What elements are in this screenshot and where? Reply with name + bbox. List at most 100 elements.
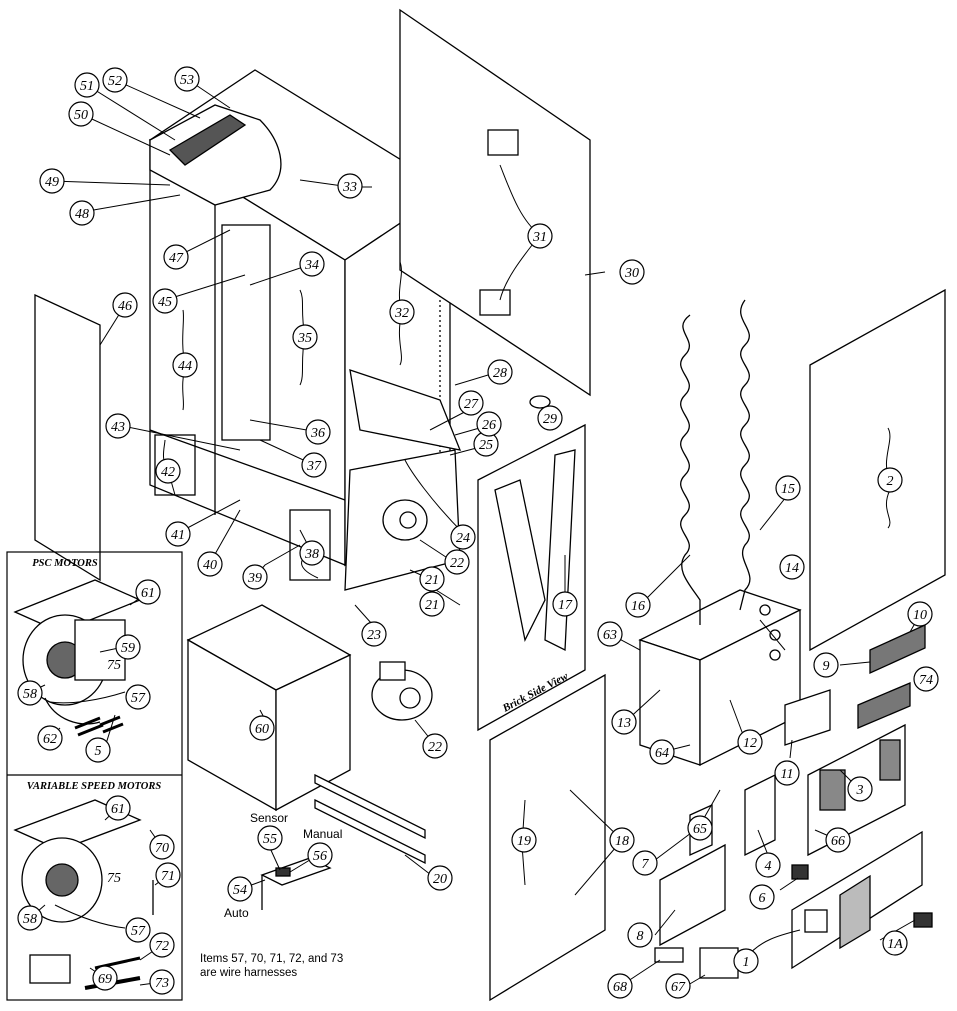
callout-number: 59: [121, 641, 135, 656]
callout-43: 43: [105, 413, 131, 439]
callout-number: 61: [141, 586, 155, 601]
callout-circle: [92, 965, 118, 991]
callout-23: 23: [361, 621, 387, 647]
callout-number: 44: [178, 359, 192, 374]
callout-circle: [74, 72, 100, 98]
callout-circle: [389, 299, 415, 325]
psc-inset-title: PSC MOTORS: [32, 558, 98, 569]
callout-circle: [755, 852, 781, 878]
callout-number: 42: [161, 465, 175, 480]
callout-20: 20: [427, 865, 453, 891]
callout-circle: [155, 458, 181, 484]
callout-number: 63: [603, 628, 617, 643]
callout-circle: [444, 549, 470, 575]
callout-number: 69: [98, 972, 112, 987]
callout-2: 2: [877, 467, 903, 493]
psc-motor: [13, 579, 142, 737]
terminal-strips: [784, 623, 926, 746]
callout-number: 46: [118, 299, 132, 314]
callout-54: 54: [227, 876, 253, 902]
callout-circle: [825, 827, 851, 853]
callout-circle: [115, 634, 141, 660]
callout-number: 71: [161, 869, 175, 884]
callout-6: 6: [749, 884, 775, 910]
callout-51: 51: [74, 72, 100, 98]
wire-harness-loops: [680, 299, 751, 625]
callout-44: 44: [172, 352, 198, 378]
callout-circle: [632, 850, 658, 876]
note-line-2: are wire harnesses: [200, 967, 297, 979]
callout-circle: [135, 579, 161, 605]
callout-number: 67: [671, 980, 686, 995]
callout-17: 17: [552, 591, 578, 617]
callout-number: 66: [831, 834, 845, 849]
callout-number: 65: [693, 822, 707, 837]
callout-61: 61: [105, 795, 131, 821]
callout-number: 19: [517, 834, 531, 849]
callout-number: 5: [95, 744, 102, 759]
callout-circle: [649, 739, 675, 765]
callout-number: 43: [111, 420, 125, 435]
callout-number: 30: [624, 266, 639, 281]
callout-48: 48: [69, 200, 95, 226]
callout-75: 75: [107, 658, 121, 673]
callout-number: 55: [263, 832, 277, 847]
callout-33: 33: [337, 173, 363, 199]
callout-number: 72: [155, 939, 169, 954]
callout-circle: [149, 834, 175, 860]
callout-number: 16: [631, 599, 645, 614]
callout-number: 13: [617, 716, 631, 731]
callout-circle: [125, 917, 151, 943]
callout-circle: [749, 884, 775, 910]
callout-71: 71: [155, 862, 181, 888]
callout-number: 6: [759, 891, 766, 906]
callout-number: 49: [45, 175, 59, 190]
callout-circle: [257, 825, 283, 851]
callout-4: 4: [755, 852, 781, 878]
callout-16: 16: [625, 592, 651, 618]
callout-circle: [227, 876, 253, 902]
callout-circle: [476, 411, 502, 437]
vs-inset-title: VARIABLE SPEED MOTORS: [27, 781, 162, 792]
callout-number: 22: [428, 740, 442, 755]
callout-circle: [361, 621, 387, 647]
callout-74: 74: [913, 666, 939, 692]
callout-circle: [609, 827, 635, 853]
callout-number: 25: [479, 438, 493, 453]
callout-circle: [149, 932, 175, 958]
callout-circle: [299, 251, 325, 277]
callout-75: 75: [107, 871, 121, 886]
callout-9: 9: [813, 652, 839, 678]
panel-19: [489, 673, 606, 1002]
callout-15: 15: [775, 475, 801, 501]
callout-circle: [85, 737, 111, 763]
callout-circle: [292, 324, 318, 350]
callout-70: 70: [149, 834, 175, 860]
callout-number: 58: [23, 687, 37, 702]
line-drawing: [6, 8, 946, 1002]
callout-7: 7: [632, 850, 658, 876]
inset-frame: [6, 551, 183, 1001]
callout-circle: [552, 591, 578, 617]
callout-number: 27: [464, 397, 479, 412]
part-29: [529, 395, 551, 409]
callout-29: 29: [537, 405, 563, 431]
callout-circle: [163, 244, 189, 270]
callout-57: 57: [125, 684, 151, 710]
callout-circle: [687, 815, 713, 841]
callout-circle: [105, 413, 131, 439]
callout-circle: [427, 865, 453, 891]
callout-number: 53: [180, 73, 194, 88]
callout-8: 8: [627, 922, 653, 948]
vs-motor: [13, 799, 154, 990]
blower-housing: [186, 604, 352, 812]
callout-57: 57: [125, 917, 151, 943]
callout-45: 45: [152, 288, 178, 314]
callout-number: 39: [247, 571, 262, 586]
callout-1A: 1A: [882, 930, 908, 956]
callout-number: 41: [171, 528, 185, 543]
callout-58: 58: [17, 680, 43, 706]
part-1a: [913, 912, 933, 928]
callout-62: 62: [37, 725, 63, 751]
callout-number: 33: [342, 180, 357, 195]
